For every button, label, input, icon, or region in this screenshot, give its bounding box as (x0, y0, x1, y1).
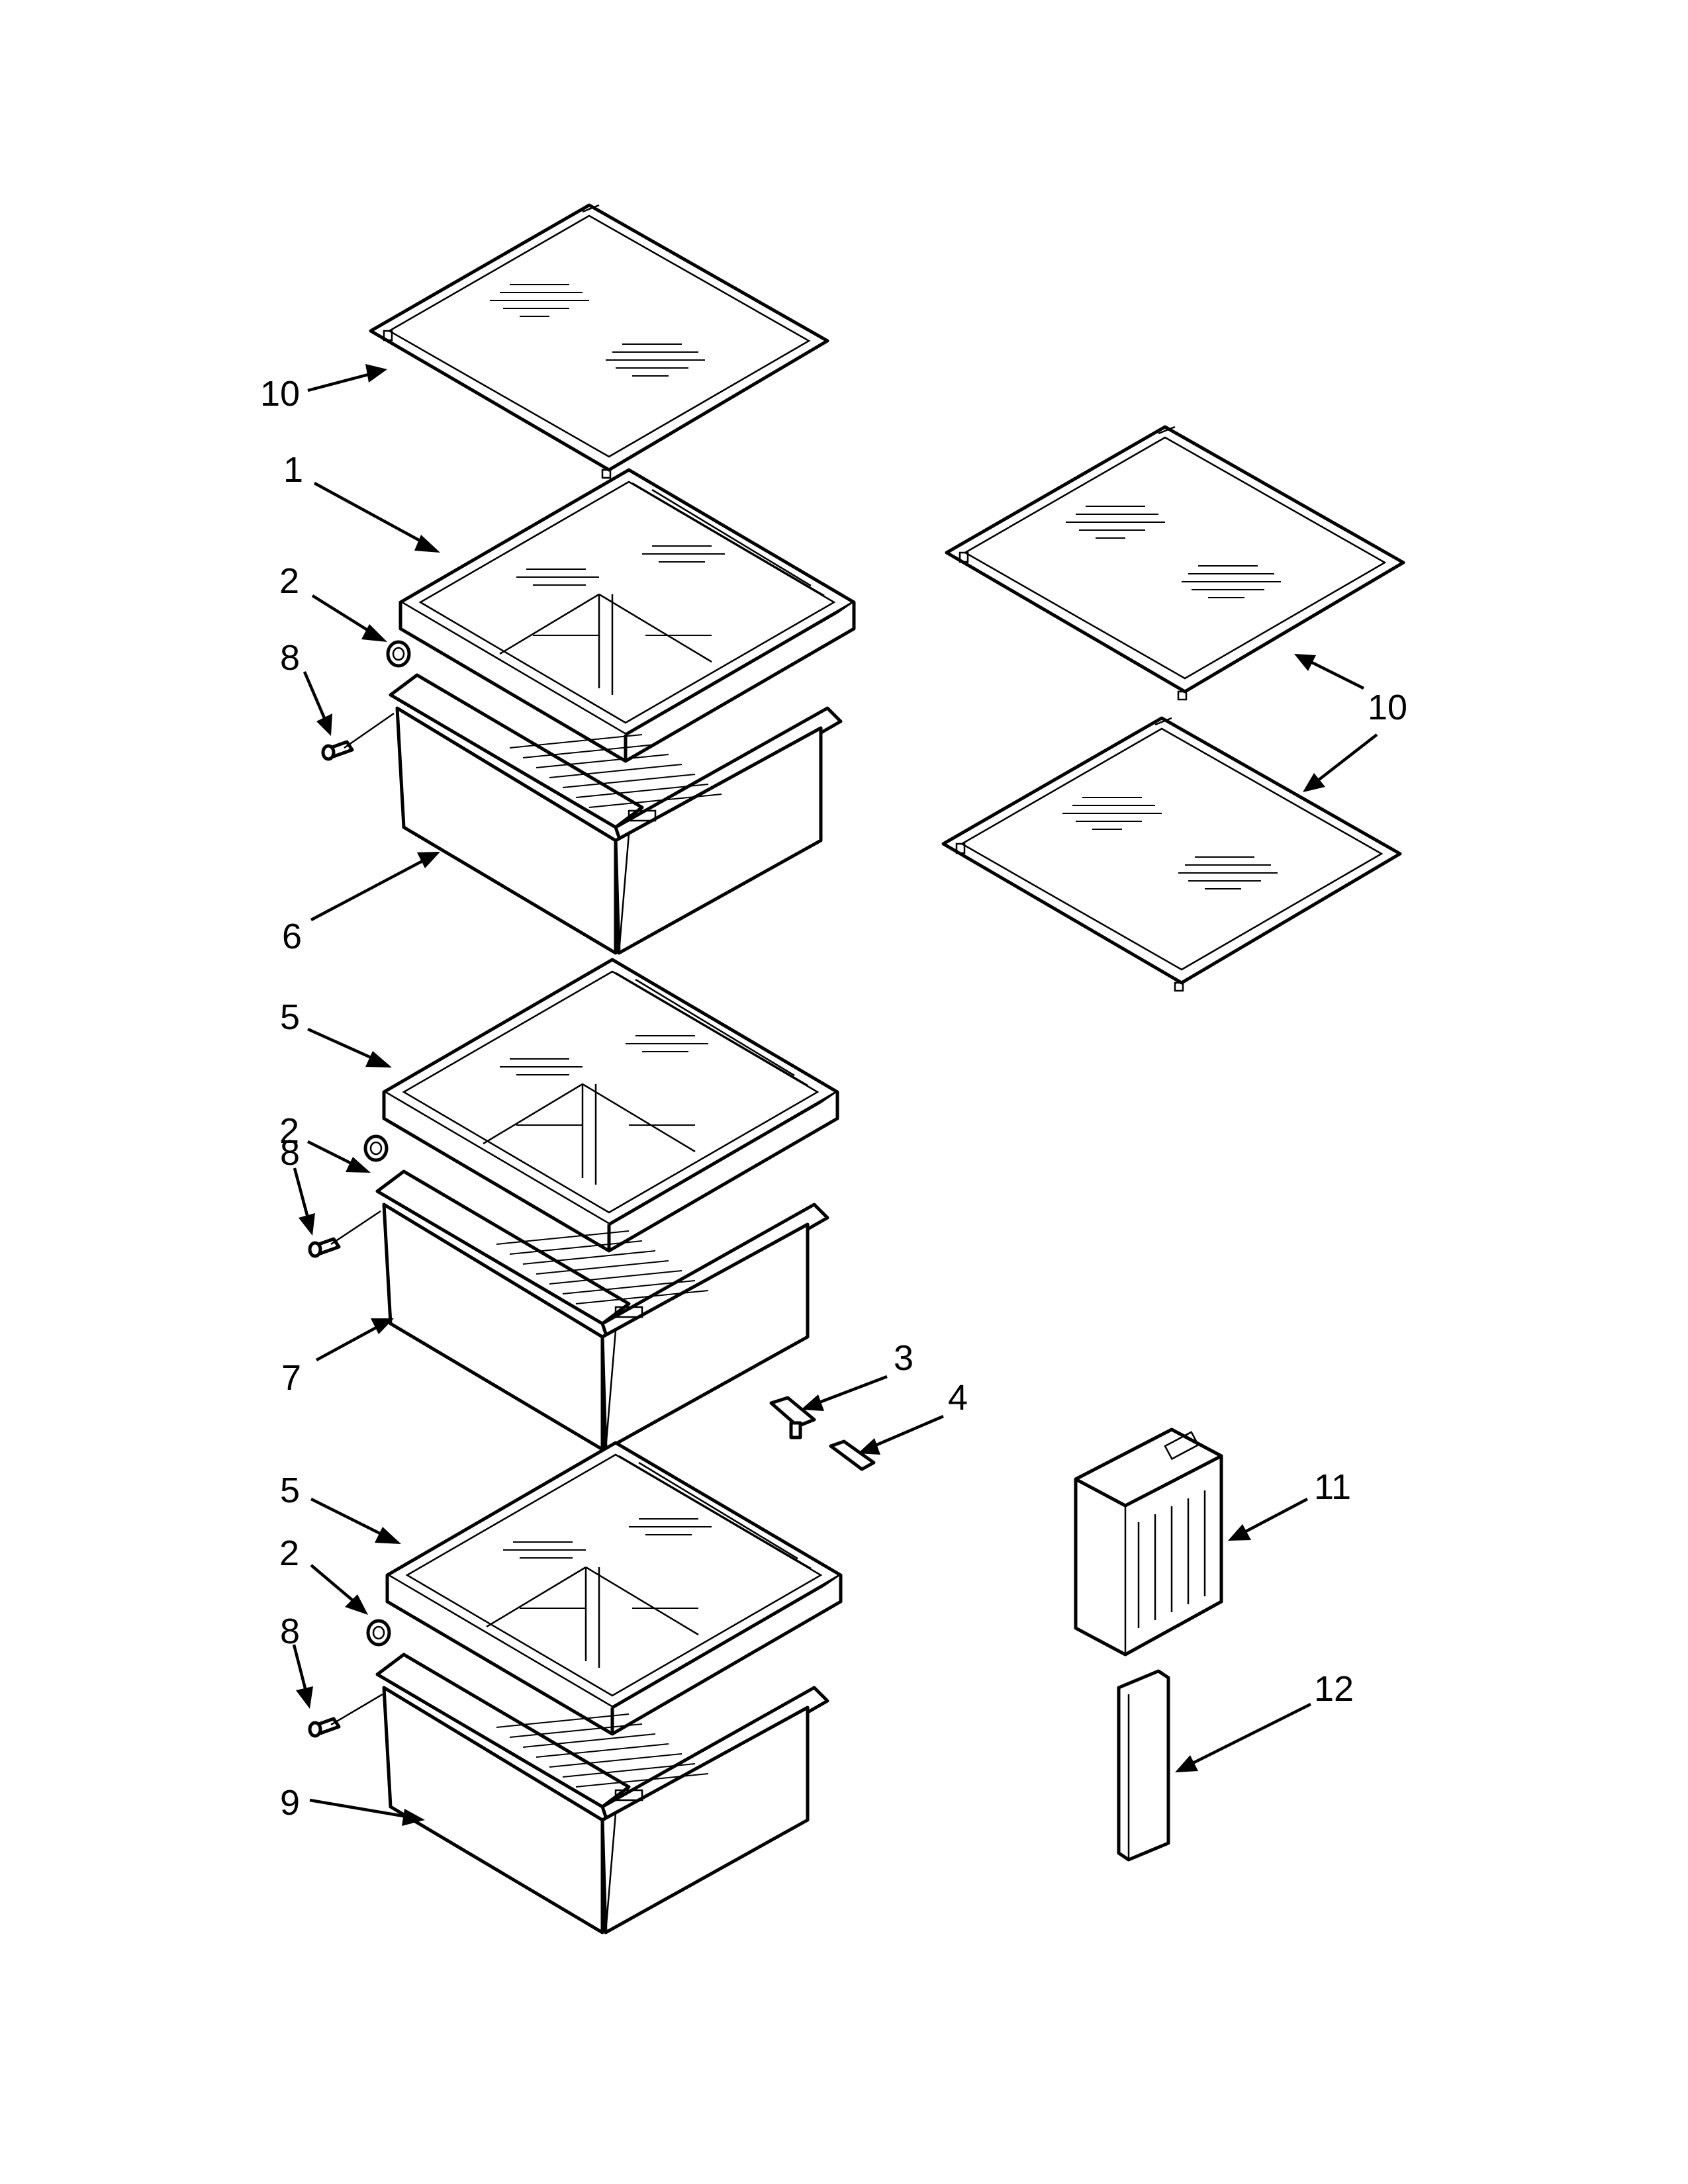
leader-lines (292, 364, 1378, 1826)
callout-11: 11 (1314, 1467, 1351, 1507)
callout-9: 9 (280, 1783, 300, 1823)
callout-2-middle: 2 (279, 1111, 299, 1151)
callout-5-middle: 5 (280, 997, 300, 1037)
callout-4: 4 (948, 1378, 968, 1418)
callout-2-upper: 2 (279, 561, 299, 601)
callout-8-lower: 8 (280, 1612, 300, 1651)
callout-10-right: 10 (1368, 688, 1407, 727)
clip-part-3 (769, 1396, 816, 1439)
filter-cartridge-part-12 (1117, 1669, 1170, 1862)
callout-12: 12 (1314, 1669, 1354, 1709)
glass-shelf-right-lower (943, 718, 1400, 991)
callout-labels: 10 1 2 8 6 5 2 8 7 5 2 8 9 10 3 4 11 12 (260, 374, 1407, 1823)
callout-8-middle: 8 (280, 1133, 300, 1173)
callout-7: 7 (281, 1358, 301, 1398)
callout-5-lower: 5 (280, 1471, 300, 1510)
filter-housing-part-11 (1074, 1428, 1223, 1657)
callout-10-top: 10 (260, 374, 300, 414)
callout-8-upper: 8 (280, 638, 300, 678)
callout-1: 1 (283, 450, 303, 490)
stud-part (310, 712, 395, 1736)
clip-part-4 (829, 1439, 876, 1471)
callout-3: 3 (894, 1338, 914, 1378)
glass-shelf-top (371, 205, 827, 478)
callout-2-lower: 2 (279, 1533, 299, 1573)
callout-6: 6 (282, 917, 302, 956)
glass-shelf-right-upper (947, 427, 1403, 700)
